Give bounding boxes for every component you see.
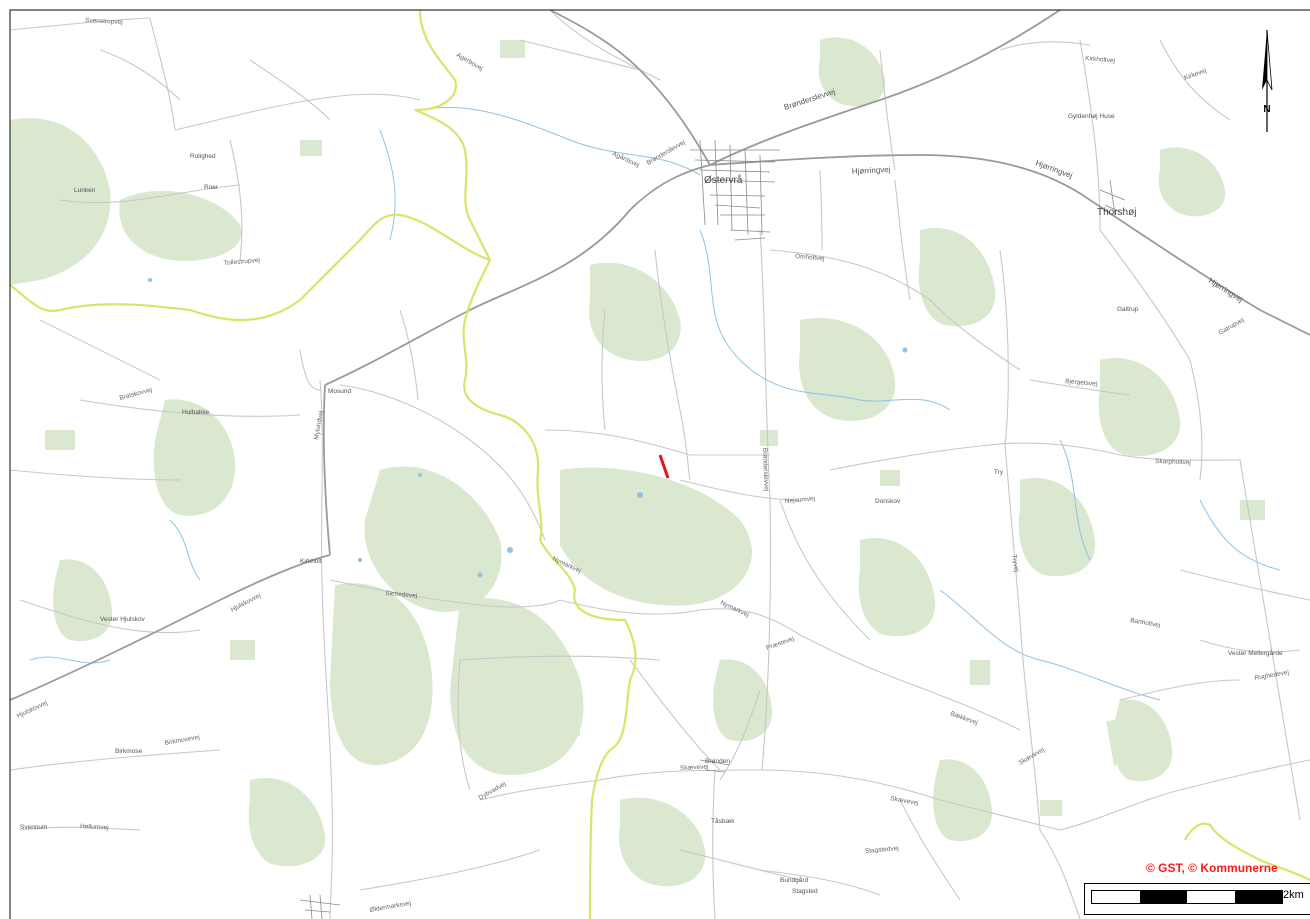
place-label: Bundgård xyxy=(780,876,809,884)
road-label: Skævevej xyxy=(890,795,919,807)
north-arrow-icon: N xyxy=(1262,29,1273,132)
major-roads xyxy=(9,9,1310,701)
place-label: Rolighed xyxy=(190,153,216,160)
road-label: Tollestrupvej xyxy=(224,257,261,267)
place-label: Hulbakke xyxy=(182,409,209,416)
place-label: Vester Hjulskov xyxy=(100,616,146,623)
road-label: Mylundvej xyxy=(313,410,325,440)
place-label: Donskov xyxy=(875,498,901,505)
road-label: Stagstedvej xyxy=(865,845,899,855)
road-label: Omholtvej xyxy=(795,253,825,263)
place-label: Kirkholt xyxy=(300,558,322,565)
scale-label: 2km xyxy=(1283,889,1304,901)
road-label: Brønderslevvej xyxy=(761,448,770,492)
municipal-boundary xyxy=(9,9,1310,919)
place-label: Gyldenhøj Huse xyxy=(1068,113,1115,120)
road-label: Slettedevej xyxy=(385,590,418,600)
place-label: Roer xyxy=(204,184,219,191)
place-label: Birkmose xyxy=(115,748,142,755)
lakes xyxy=(148,278,908,578)
forest-areas xyxy=(10,37,1265,887)
place-label: Mosund xyxy=(328,388,352,395)
map-frame xyxy=(9,9,1310,919)
place-label: Svennum xyxy=(20,824,47,831)
place-label: Vester Mellergårde xyxy=(1228,649,1283,657)
road-label: Kirkholtvej xyxy=(1085,55,1115,65)
place-labels: Østervrå Thorshøj Mosund Lunken Rolighed… xyxy=(20,113,1283,895)
town-streets xyxy=(299,139,1126,919)
road-label: Bjergetsvej xyxy=(1065,378,1098,388)
place-label: Tåsbæk xyxy=(711,817,735,825)
road-label: Svenstrupvej xyxy=(85,17,123,26)
minor-roads xyxy=(9,9,1310,919)
road-label: Hjørringvej xyxy=(852,165,891,176)
north-label: N xyxy=(1263,104,1270,115)
road-label: Hellumvej xyxy=(80,823,109,831)
streams xyxy=(29,106,1281,701)
scale-bar: 2km xyxy=(1084,883,1310,915)
place-label: Lunken xyxy=(74,187,96,194)
place-label: Brønden xyxy=(705,758,730,765)
road-label: Skævevej xyxy=(680,764,709,772)
road-label: Skarpholtvej xyxy=(1155,458,1191,466)
place-label: Stagsted xyxy=(792,888,818,895)
road-label: Nejsumvej xyxy=(785,495,816,505)
place-label: Try xyxy=(994,469,1004,476)
scale-bar-segments xyxy=(1091,890,1283,904)
copyright-text: © GST, © Kommunerne xyxy=(1146,861,1278,875)
place-label: Thorshøj xyxy=(1097,207,1136,218)
location-marker[interactable] xyxy=(658,454,670,479)
place-label: Galtrup xyxy=(1117,306,1139,313)
place-label: Østervrå xyxy=(704,174,743,186)
road-label: Tryvej xyxy=(1010,554,1020,572)
